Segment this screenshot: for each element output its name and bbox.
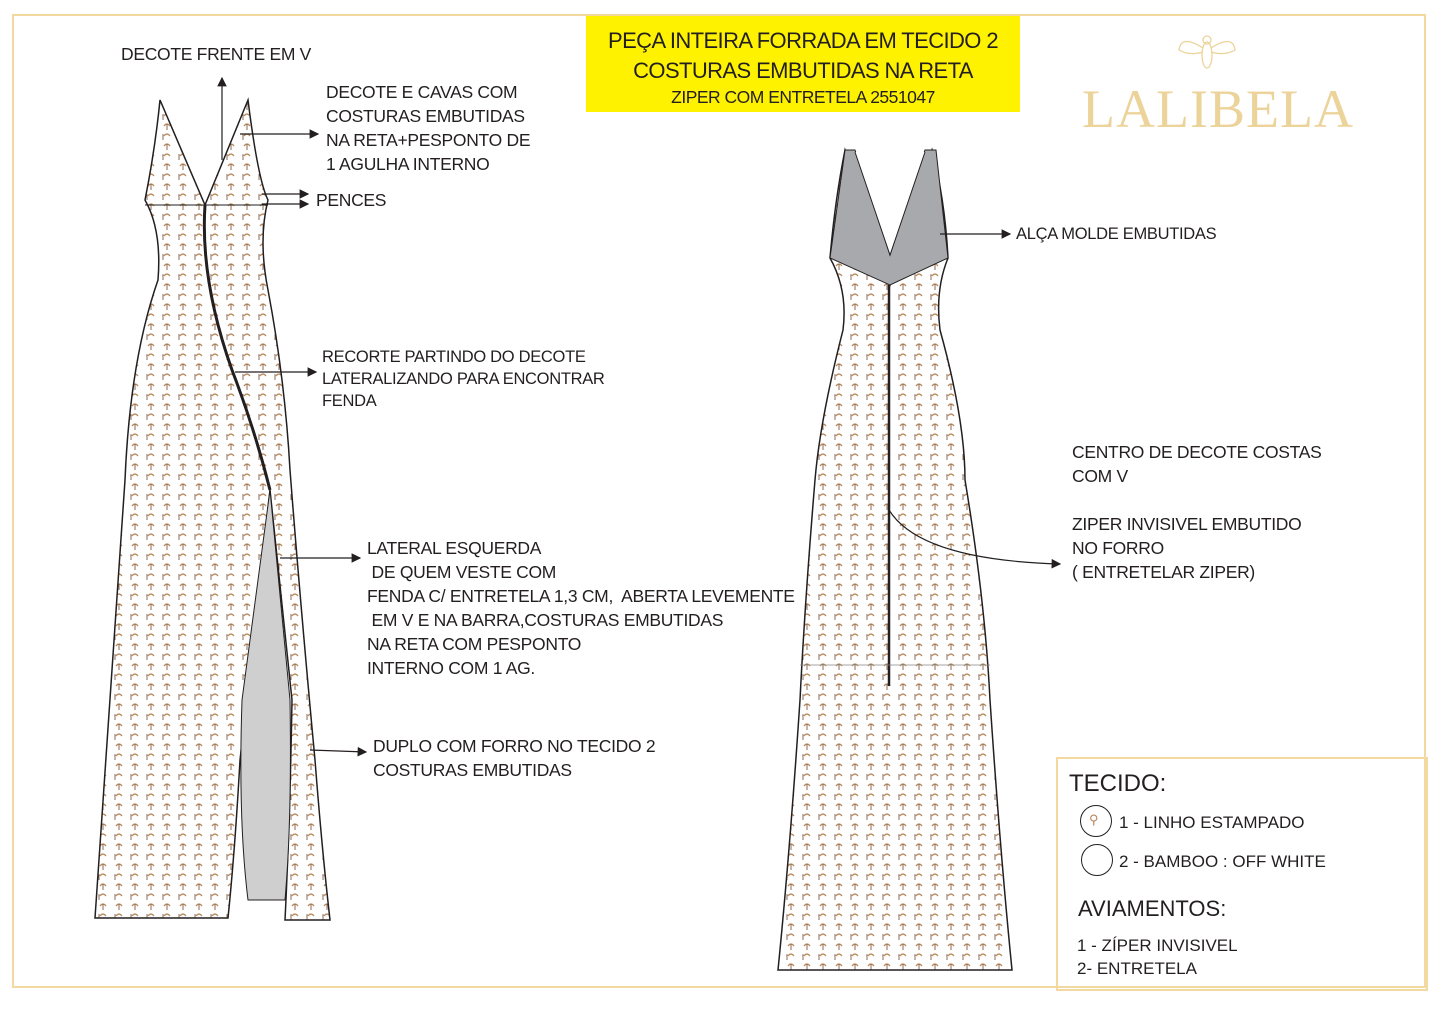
header-line-1: PEÇA INTEIRA FORRADA EM TECIDO 2 bbox=[608, 28, 999, 53]
legend-aviamento-1: 1 - ZÍPER INVISIVEL bbox=[1077, 936, 1238, 955]
note-recorte: RECORTE PARTINDO DO DECOTE LATERALIZANDO… bbox=[322, 348, 605, 410]
note-alca: ALÇA MOLDE EMBUTIDAS bbox=[1016, 225, 1217, 243]
note-duplo: DUPLO COM FORRO NO TECIDO 2 COSTURAS EMB… bbox=[373, 736, 656, 780]
note-decote-frente: DECOTE FRENTE EM V bbox=[121, 44, 312, 64]
legend-aviamentos-title: AVIAMENTOS: bbox=[1078, 896, 1227, 921]
note-ziper: ZIPER INVISIVEL EMBUTIDO NO FORRO ( ENTR… bbox=[1072, 514, 1302, 582]
note-lateral: LATERAL ESQUERDA DE QUEM VESTE COM FENDA… bbox=[367, 538, 795, 678]
legend-tecido-1: 1 - LINHO ESTAMPADO bbox=[1119, 813, 1305, 832]
front-dress-drawing bbox=[94, 76, 368, 921]
note-pences: PENCES bbox=[316, 190, 387, 210]
brand-logo: LALIBELA bbox=[1082, 79, 1354, 139]
header-line-2: COSTURAS EMBUTIDAS NA RETA bbox=[633, 58, 973, 83]
note-decote-cavas: DECOTE E CAVAS COM COSTURAS EMBUTIDAS NA… bbox=[326, 82, 531, 174]
legend-tecido-title: TECIDO: bbox=[1069, 770, 1167, 797]
bee-logo-icon bbox=[1178, 35, 1236, 69]
page-frame bbox=[12, 14, 1426, 988]
legend-tecido-2: 2 - BAMBOO : OFF WHITE bbox=[1119, 852, 1326, 871]
header-box: PEÇA INTEIRA FORRADA EM TECIDO 2 COSTURA… bbox=[586, 16, 1020, 112]
materials-legend: TECIDO: ⚲ 1 - LINHO ESTAMPADO 2 - BAMBOO… bbox=[1056, 757, 1428, 991]
back-dress-drawing bbox=[777, 147, 1062, 971]
header-line-3: ZIPER COM ENTRETELA 2551047 bbox=[671, 87, 935, 107]
plain-swatch-icon bbox=[1081, 844, 1113, 876]
print-swatch-icon: ⚲ bbox=[1080, 805, 1112, 837]
note-centro-decote: CENTRO DE DECOTE COSTAS COM V bbox=[1072, 442, 1322, 486]
legend-aviamento-2: 2- ENTRETELA bbox=[1077, 959, 1197, 978]
